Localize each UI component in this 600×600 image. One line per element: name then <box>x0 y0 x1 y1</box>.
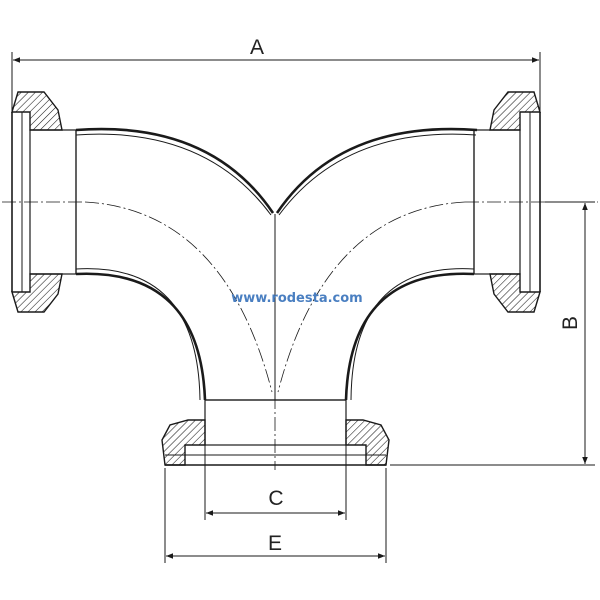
dimension-a: A <box>11 36 541 112</box>
center-lines <box>2 201 598 470</box>
body-inner-bottom-right <box>344 272 475 401</box>
dimension-label-c: C <box>268 487 283 510</box>
dimension-b: B <box>390 201 595 466</box>
wall-bottom-left <box>75 268 201 401</box>
dimension-e: E <box>164 468 387 563</box>
dimension-label-a: A <box>250 36 264 59</box>
dimension-label-e: E <box>268 532 282 555</box>
ferrule-left <box>11 91 77 313</box>
ferrule-bottom <box>161 399 390 466</box>
wall-top-right <box>278 133 477 216</box>
body-inner-bottom-left <box>75 272 207 401</box>
dimension-label-b: B <box>559 316 582 330</box>
ferrule-bottom-flange-left <box>161 419 206 466</box>
center-line-arc-right <box>277 201 466 393</box>
wall-bottom-right <box>350 268 475 401</box>
ferrule-right <box>473 91 541 313</box>
ferrule-right-flange-bottom <box>489 273 541 313</box>
center-line-arc-left <box>84 201 273 393</box>
ferrule-left-flange-bottom <box>11 273 63 313</box>
dimension-c: C <box>204 445 347 520</box>
ferrule-right-flange-top <box>489 91 541 131</box>
ferrule-left-flange-top <box>11 91 63 131</box>
tee-body <box>75 127 478 401</box>
wall-top-left <box>75 133 272 216</box>
body-outer-top-right <box>275 127 478 214</box>
ferrule-bottom-bore <box>204 399 347 446</box>
watermark: www.rodesta.com <box>231 291 362 306</box>
ferrule-bottom-flange-right <box>345 419 390 466</box>
body-outer-top-left <box>75 127 275 214</box>
